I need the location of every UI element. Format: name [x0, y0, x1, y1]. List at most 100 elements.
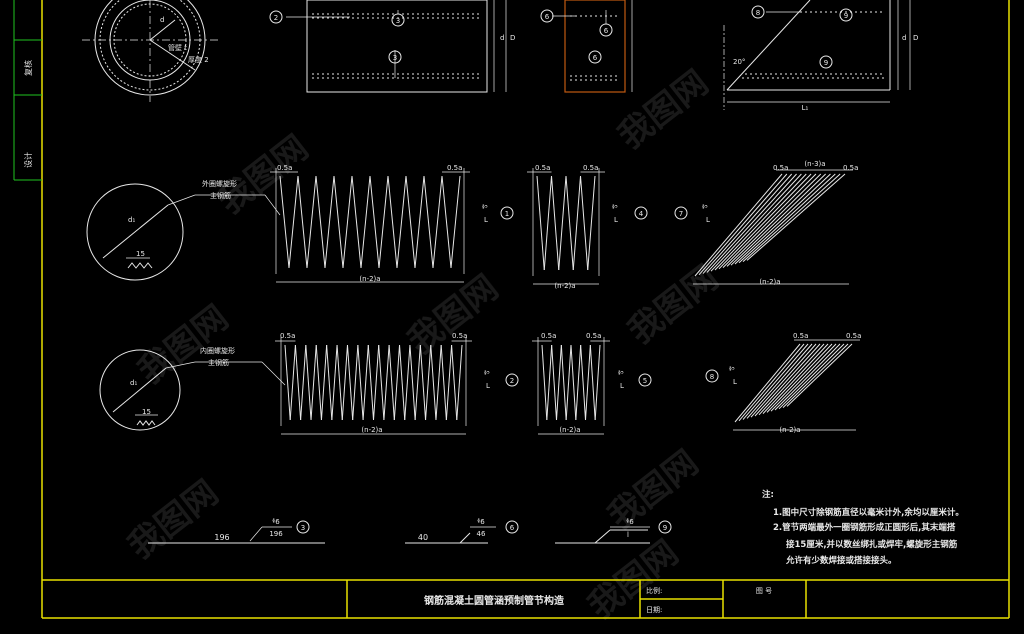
spiral-segment — [367, 344, 374, 421]
fan-bar — [722, 173, 817, 268]
marker-3 — [391, 13, 405, 27]
spiral-segment — [342, 175, 353, 269]
drawing-title: 钢筋混凝土圆管涵预制管节构造 — [424, 594, 565, 607]
marker-7-label: 7 — [679, 210, 683, 218]
outer-spiral-callout-2: 主钢筋 — [210, 191, 231, 200]
spiral-segment — [326, 344, 333, 421]
spiral-segment — [336, 344, 343, 421]
phi5-label: ᶲ⁵ — [482, 204, 488, 212]
spiral-segment — [543, 175, 552, 271]
spiral-segment — [575, 344, 582, 421]
L-label: L — [614, 216, 618, 224]
oblique-fan-elevation — [693, 169, 853, 285]
marker-6-label: 6 — [545, 13, 550, 21]
marker-6 — [588, 50, 602, 64]
spiral-segment — [331, 344, 338, 421]
marker-6 — [599, 23, 613, 37]
phi5-label: ᶲ⁵ — [618, 370, 624, 378]
half-a-label: 0.5a — [277, 164, 292, 172]
spiral-segment — [399, 344, 406, 421]
fan-bar — [738, 343, 805, 422]
notes-line-4: 允许有少数焊接或搭接接头。 — [785, 555, 897, 566]
scale-label: 比例: — [646, 586, 662, 595]
marker-2-label: 2 — [274, 14, 278, 22]
fan-bar — [766, 343, 833, 413]
marker-9 — [839, 8, 853, 22]
spiral-segment — [546, 344, 553, 421]
fan-bar — [706, 173, 797, 273]
spiral-segment — [378, 344, 385, 421]
longitudinal-section-2 — [552, 0, 633, 93]
spiral-segment — [279, 175, 290, 269]
n2a-label: (n-2)a — [554, 282, 575, 290]
fan-bar — [694, 173, 783, 277]
wall-label-1: 管壁 t — [168, 43, 187, 52]
dim-d-label: d — [160, 16, 164, 24]
spiral-segment — [393, 344, 401, 421]
inner-spiral-callout: 内圈螺旋形 — [200, 346, 235, 355]
spiral-segment — [333, 175, 344, 269]
fan-bar — [746, 343, 813, 419]
spiral-segment — [320, 344, 328, 421]
outer-spiral-section — [86, 183, 281, 281]
drawing-frame — [13, 0, 1010, 619]
spiral-segment — [387, 175, 398, 269]
fan-bar — [734, 173, 831, 265]
outer-spiral-elevation — [270, 168, 470, 283]
phi5-label: ᶲ⁵ — [729, 366, 735, 374]
marker-6 — [505, 520, 519, 534]
spiral-segment — [360, 175, 371, 269]
marker-9 — [658, 520, 672, 534]
lap-15: 15 — [136, 250, 145, 258]
fan-bar — [758, 343, 825, 416]
spiral-segment — [357, 344, 364, 421]
spiral-segment — [423, 175, 434, 269]
spiral-segment — [306, 175, 317, 269]
spiral-segment — [565, 175, 574, 271]
marker-3-label: 3 — [396, 17, 400, 25]
fan-bar — [746, 173, 846, 261]
marker-8-label: 8 — [756, 9, 760, 17]
spiral-segment — [551, 344, 557, 421]
half-a-label: 0.5a — [793, 332, 808, 340]
date-label: 日期: — [646, 606, 662, 614]
bar6-spec: ᶲ6 — [477, 518, 485, 526]
watermark: 我图网 — [121, 473, 226, 567]
marker-8 — [705, 369, 719, 383]
outer-spiral-callout: 外圈螺旋形 — [202, 179, 237, 188]
marker-3-label: 3 — [393, 54, 397, 62]
fan-bar — [786, 343, 853, 407]
angle-20: 20° — [733, 58, 745, 66]
inner-spiral-elevation — [275, 337, 472, 435]
spiral-segment — [580, 344, 586, 421]
marker-2 — [269, 10, 283, 24]
n2a-label: (n-2)a — [359, 275, 380, 283]
spiral-segment — [404, 344, 411, 421]
spiral-segment — [383, 344, 390, 421]
spiral-segment — [432, 175, 443, 269]
spiral-segment — [351, 175, 362, 269]
spiral-segment — [310, 344, 317, 421]
spiral-segment — [300, 344, 307, 421]
fan-bar — [714, 173, 807, 271]
spiral-segment — [362, 344, 369, 421]
spiral-segment — [288, 175, 299, 269]
marker-6-label: 6 — [604, 27, 609, 35]
review-label: 复核 — [23, 60, 33, 76]
bar9-spec: ᶲ6 — [626, 518, 634, 526]
watermark: 我图网 — [211, 128, 316, 222]
dim-L1: L₁ — [802, 104, 809, 112]
half-a-label: 0.5a — [586, 332, 601, 340]
spiral-segment — [341, 344, 348, 421]
marker-3 — [296, 520, 310, 534]
bar6-note: 46 — [477, 530, 486, 538]
spiral-segment — [580, 175, 589, 271]
spiral-segment — [440, 344, 447, 421]
spiral-segment — [456, 344, 463, 421]
notes-heading: 注: — [762, 489, 774, 500]
dim-D: D — [510, 34, 515, 42]
design-label: 设计 — [23, 152, 33, 168]
watermark: 我图网 — [601, 443, 706, 537]
longitudinal-section-1: d D — [286, 0, 515, 93]
drawing-no-label: 图 号 — [756, 587, 772, 595]
